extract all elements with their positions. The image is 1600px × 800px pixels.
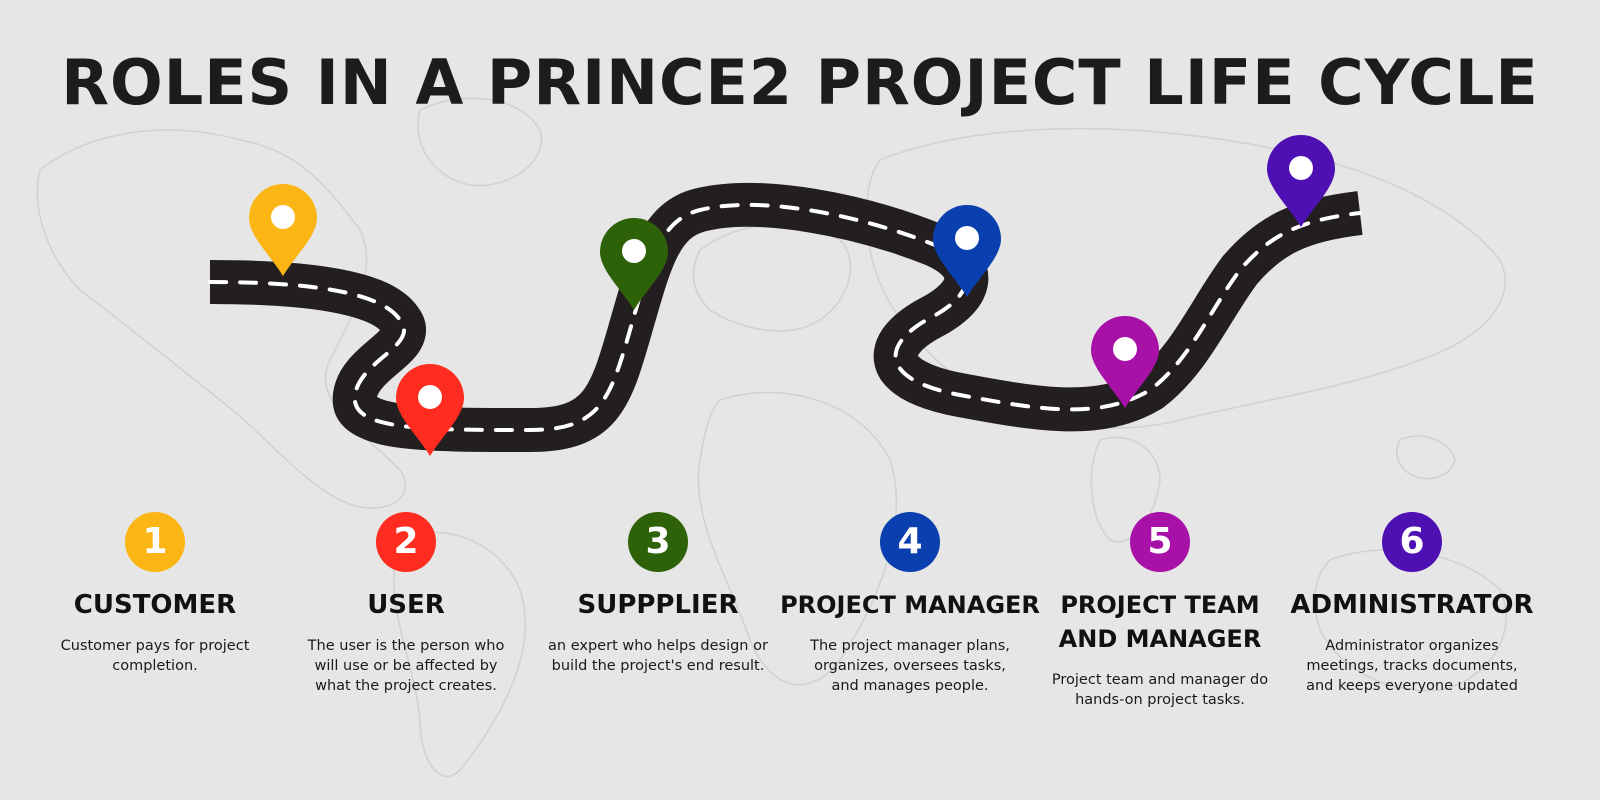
map-outline-africa	[697, 391, 898, 686]
pin-body	[933, 205, 1001, 297]
role-customer: 1 CUSTOMER Customer pays for project com…	[25, 512, 285, 676]
map-outline-greenland	[417, 97, 543, 187]
map-pin-icon	[249, 184, 317, 276]
role-title: ADMINISTRATOR	[1290, 590, 1534, 620]
role-user: 2 USER The user is the person who will u…	[276, 512, 536, 696]
pin-body	[249, 184, 317, 276]
role-administrator: 6 ADMINISTRATOR Administrator organizes …	[1282, 512, 1542, 696]
step-number-badge: 5	[1130, 512, 1190, 572]
role-description: The user is the person who will use or b…	[307, 638, 505, 694]
map-pin-icon	[933, 205, 1001, 297]
role-title: PROJECT TEAM AND MANAGER	[1058, 591, 1262, 653]
map-outline-north-america	[36, 129, 407, 509]
role-title: USER	[367, 590, 445, 620]
pin-body	[600, 218, 668, 310]
pin-body	[1091, 316, 1159, 408]
page-title: ROLES IN A PRINCE2 PROJECT LIFE CYCLE	[61, 46, 1539, 119]
step-number-badge: 6	[1382, 512, 1442, 572]
step-number-badge: 2	[376, 512, 436, 572]
map-outline-islands	[1395, 435, 1456, 480]
step-number-badge: 4	[880, 512, 940, 572]
map-outline-australia	[1314, 549, 1508, 692]
role-description: Customer pays for project completion.	[60, 638, 250, 674]
role-description: Project team and manager do hands-on pro…	[1051, 672, 1269, 708]
map-pin-icon	[396, 364, 464, 456]
role-title: SUPPPLIER	[577, 590, 739, 620]
map-outline-south-america	[393, 531, 527, 777]
role-description: Administrator organizes meetings, tracks…	[1306, 638, 1518, 694]
road-path	[209, 182, 1363, 452]
role-description: The project manager plans, organizes, ov…	[810, 638, 1010, 694]
step-number-badge: 1	[125, 512, 185, 572]
pin-body	[1267, 135, 1335, 227]
role-title: CUSTOMER	[73, 590, 237, 620]
role-project-team-and-manager: 5 PROJECT TEAM AND MANAGER Project team …	[1030, 512, 1290, 710]
role-project-manager: 4 PROJECT MANAGER The project manager pl…	[770, 512, 1050, 696]
map-pin-icon	[1267, 135, 1335, 227]
step-number-badge: 3	[628, 512, 688, 572]
map-pin-icon	[1091, 316, 1159, 408]
role-title: PROJECT MANAGER	[780, 591, 1040, 619]
road-center-dashes	[208, 202, 1362, 433]
role-description: an expert who helps design or build the …	[548, 638, 768, 674]
map-pin-icon	[600, 218, 668, 310]
role-supplier: 3 SUPPPLIER an expert who helps design o…	[528, 512, 788, 676]
pin-body	[396, 364, 464, 456]
